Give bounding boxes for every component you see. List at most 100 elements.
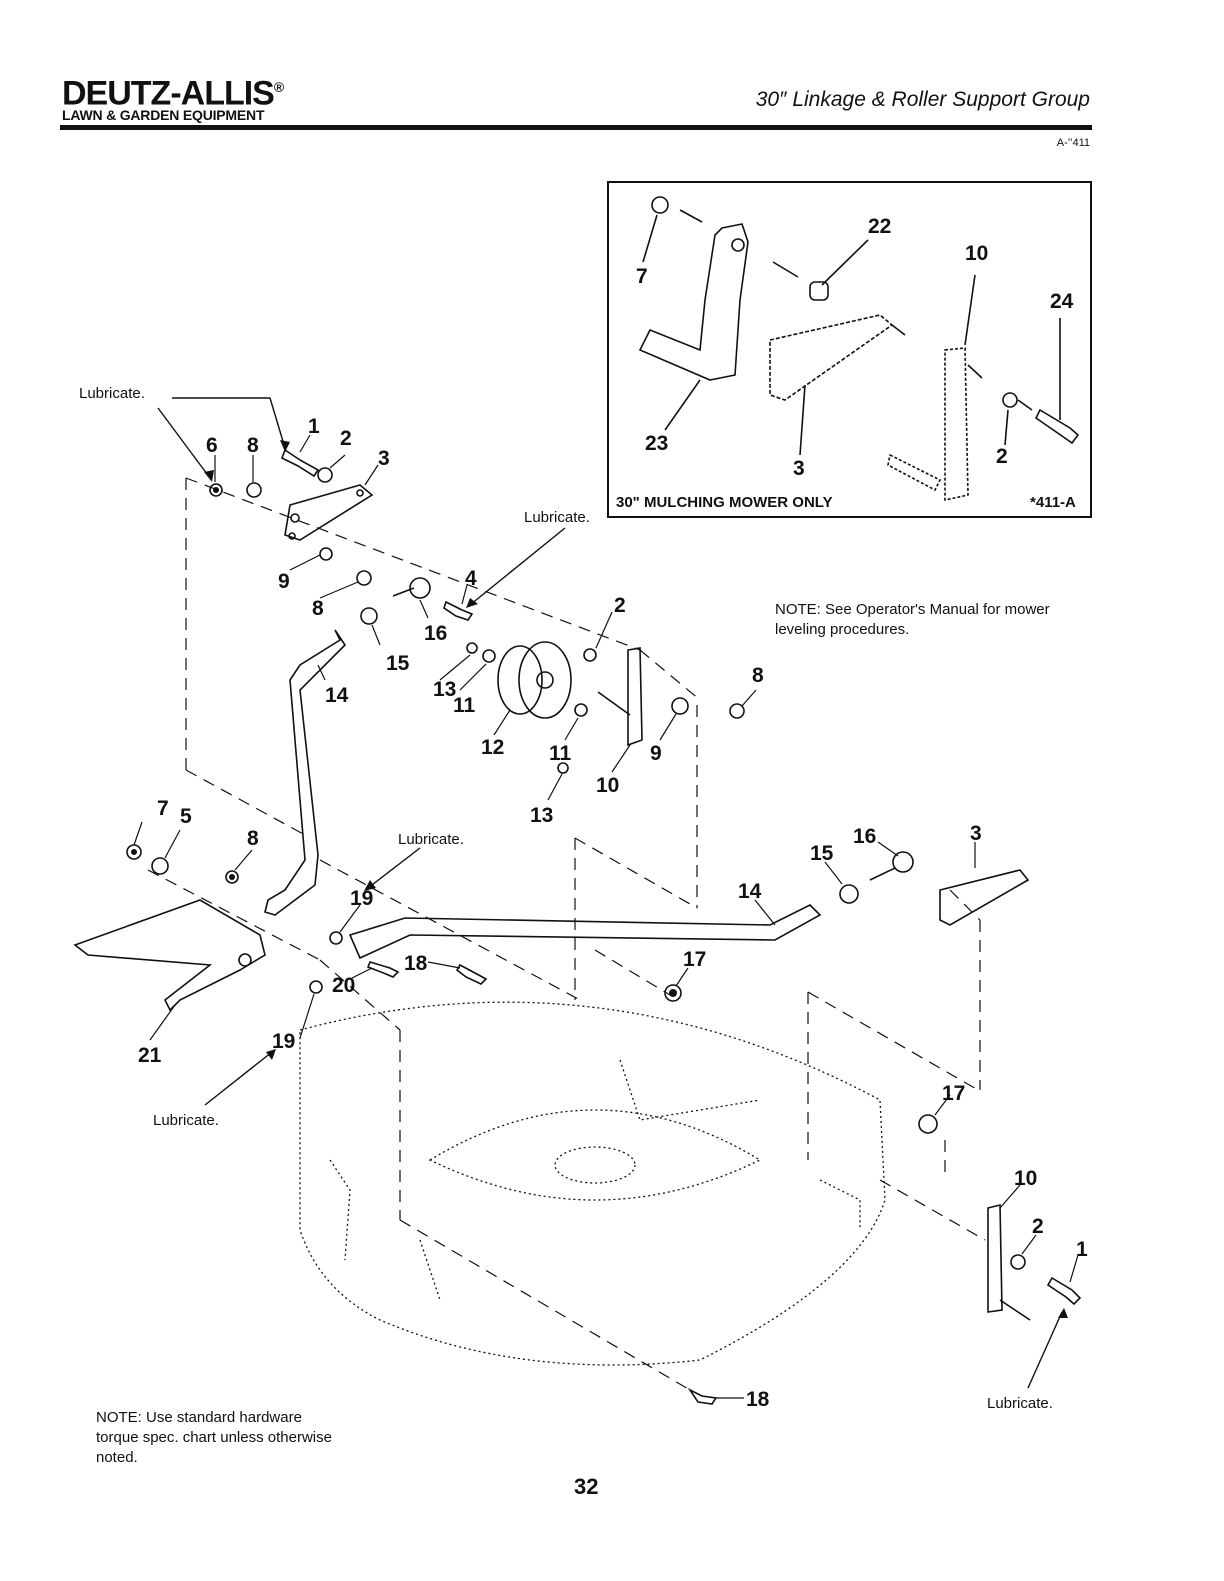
callout-1b: 1	[1076, 1238, 1088, 1261]
nut-8-right	[729, 703, 745, 719]
callout-8c: 8	[752, 664, 764, 687]
callout-6: 6	[206, 434, 218, 457]
callout-10: 10	[596, 774, 619, 797]
lubricate-label-1: Lubricate.	[79, 385, 145, 402]
bracket-21	[73, 899, 266, 1012]
rod-end-16	[409, 577, 431, 599]
lubricate-label-4: Lubricate.	[153, 1112, 219, 1129]
bolt-18-upper	[455, 963, 488, 985]
callout-11b: 11	[549, 742, 572, 765]
page-title: 30″ Linkage & Roller Support Group	[755, 88, 1090, 111]
nut-17-right	[918, 1114, 938, 1134]
inset-callout-3: 3	[793, 457, 805, 480]
rod-end-16-right	[892, 851, 914, 873]
roller-12	[518, 641, 572, 719]
washer-8-mid	[356, 570, 372, 586]
support-plate-3-right	[939, 869, 1030, 926]
inset-caption: 30" MULCHING MOWER ONLY	[616, 494, 833, 511]
lubricate-label-2: Lubricate.	[524, 509, 590, 526]
callout-13b: 13	[530, 804, 553, 827]
callout-3b: 3	[970, 822, 982, 845]
washer-8-upper	[246, 482, 262, 498]
inset-callout-22: 22	[868, 215, 891, 238]
mower-deck	[299, 1001, 886, 1366]
inset-callout-10: 10	[965, 242, 988, 265]
support-plate-3	[284, 484, 374, 541]
callout-13: 13	[433, 678, 456, 701]
page-number: 32	[574, 1474, 599, 1499]
callout-8: 8	[247, 434, 259, 457]
callout-15: 15	[386, 652, 410, 675]
washer-2-mid	[583, 648, 597, 662]
callout-12: 12	[481, 736, 504, 759]
header-rule	[60, 125, 1092, 130]
callout-16b: 16	[853, 825, 876, 848]
callout-15b: 15	[810, 842, 834, 865]
inset-nut-7	[651, 196, 669, 214]
nut-13-upper	[466, 642, 478, 654]
bolt-4	[443, 600, 474, 621]
inset-callout-23: 23	[645, 432, 668, 455]
bracket-10-right	[987, 1203, 1003, 1313]
bolt-18-lower	[687, 1387, 718, 1405]
callout-18b: 18	[746, 1388, 770, 1411]
washer-2-right	[1010, 1254, 1026, 1270]
inset-bolt-24	[1034, 408, 1080, 445]
bolt-20	[366, 961, 400, 978]
leveling-note: NOTE: See Operator's Manual for mower le…	[775, 601, 1050, 638]
inset-callout-2: 2	[996, 445, 1008, 468]
washer-2-upper	[317, 467, 333, 483]
callout-8d: 8	[247, 827, 259, 850]
brand-logo: DEUTZ-ALLIS® LAWN & GARDEN EQUIPMENT	[62, 72, 284, 124]
callout-2c: 2	[1032, 1215, 1044, 1238]
inset-bracket-hole	[731, 238, 745, 252]
callout-14: 14	[325, 684, 349, 707]
nut-17-mid	[664, 984, 682, 1002]
inset-bracket-23	[638, 223, 749, 381]
inset-plate-3	[769, 314, 894, 401]
torque-note: NOTE: Use standard hardware torque spec.…	[96, 1409, 332, 1466]
bolt-1-right	[1046, 1276, 1082, 1306]
inset-callout-24: 24	[1050, 290, 1074, 313]
lever-14-lower	[348, 904, 822, 960]
callout-11: 11	[453, 694, 476, 717]
callout-7: 7	[157, 797, 169, 820]
callout-1: 1	[308, 415, 320, 438]
nut-6	[209, 483, 223, 497]
callout-18: 18	[404, 952, 428, 975]
inset-bracket-10	[944, 347, 969, 501]
callout-9: 9	[278, 570, 290, 593]
callout-4: 4	[465, 567, 477, 590]
inset-washer-2	[1002, 392, 1018, 408]
bolt-1-upper	[280, 448, 320, 478]
inset-figure-code: *411-A	[1030, 494, 1076, 511]
nut-15-right	[839, 884, 859, 904]
lubricate-label-3: Lubricate.	[398, 831, 464, 848]
nut-13-lower	[557, 762, 569, 774]
lever-14-upper	[264, 629, 347, 916]
inset-frame	[607, 181, 1092, 518]
callout-17b: 17	[942, 1082, 965, 1105]
callout-21: 21	[138, 1044, 162, 1067]
nut-8-lower	[225, 870, 239, 884]
callout-16: 16	[424, 622, 447, 645]
nut-19-upper	[329, 931, 343, 945]
washer-9-right	[671, 697, 689, 715]
callout-8b: 8	[312, 597, 324, 620]
washer-11-right	[574, 703, 588, 717]
lubricate-label-5: Lubricate.	[987, 1395, 1053, 1412]
washer-11-left	[482, 649, 496, 663]
brand-subtitle: LAWN & GARDEN EQUIPMENT	[62, 107, 265, 124]
washer-5	[151, 857, 169, 875]
inset-callout-7: 7	[636, 265, 648, 288]
washer-9	[319, 547, 333, 561]
callout-2: 2	[340, 427, 352, 450]
callout-19b: 19	[272, 1030, 295, 1053]
callout-10b: 10	[1014, 1167, 1037, 1190]
nut-15	[360, 607, 378, 625]
inset-spacer-22	[809, 281, 829, 301]
document-code: A-’’411	[1056, 137, 1090, 149]
bracket-10-mid	[627, 647, 643, 747]
deck-blade-hub	[554, 1146, 636, 1184]
